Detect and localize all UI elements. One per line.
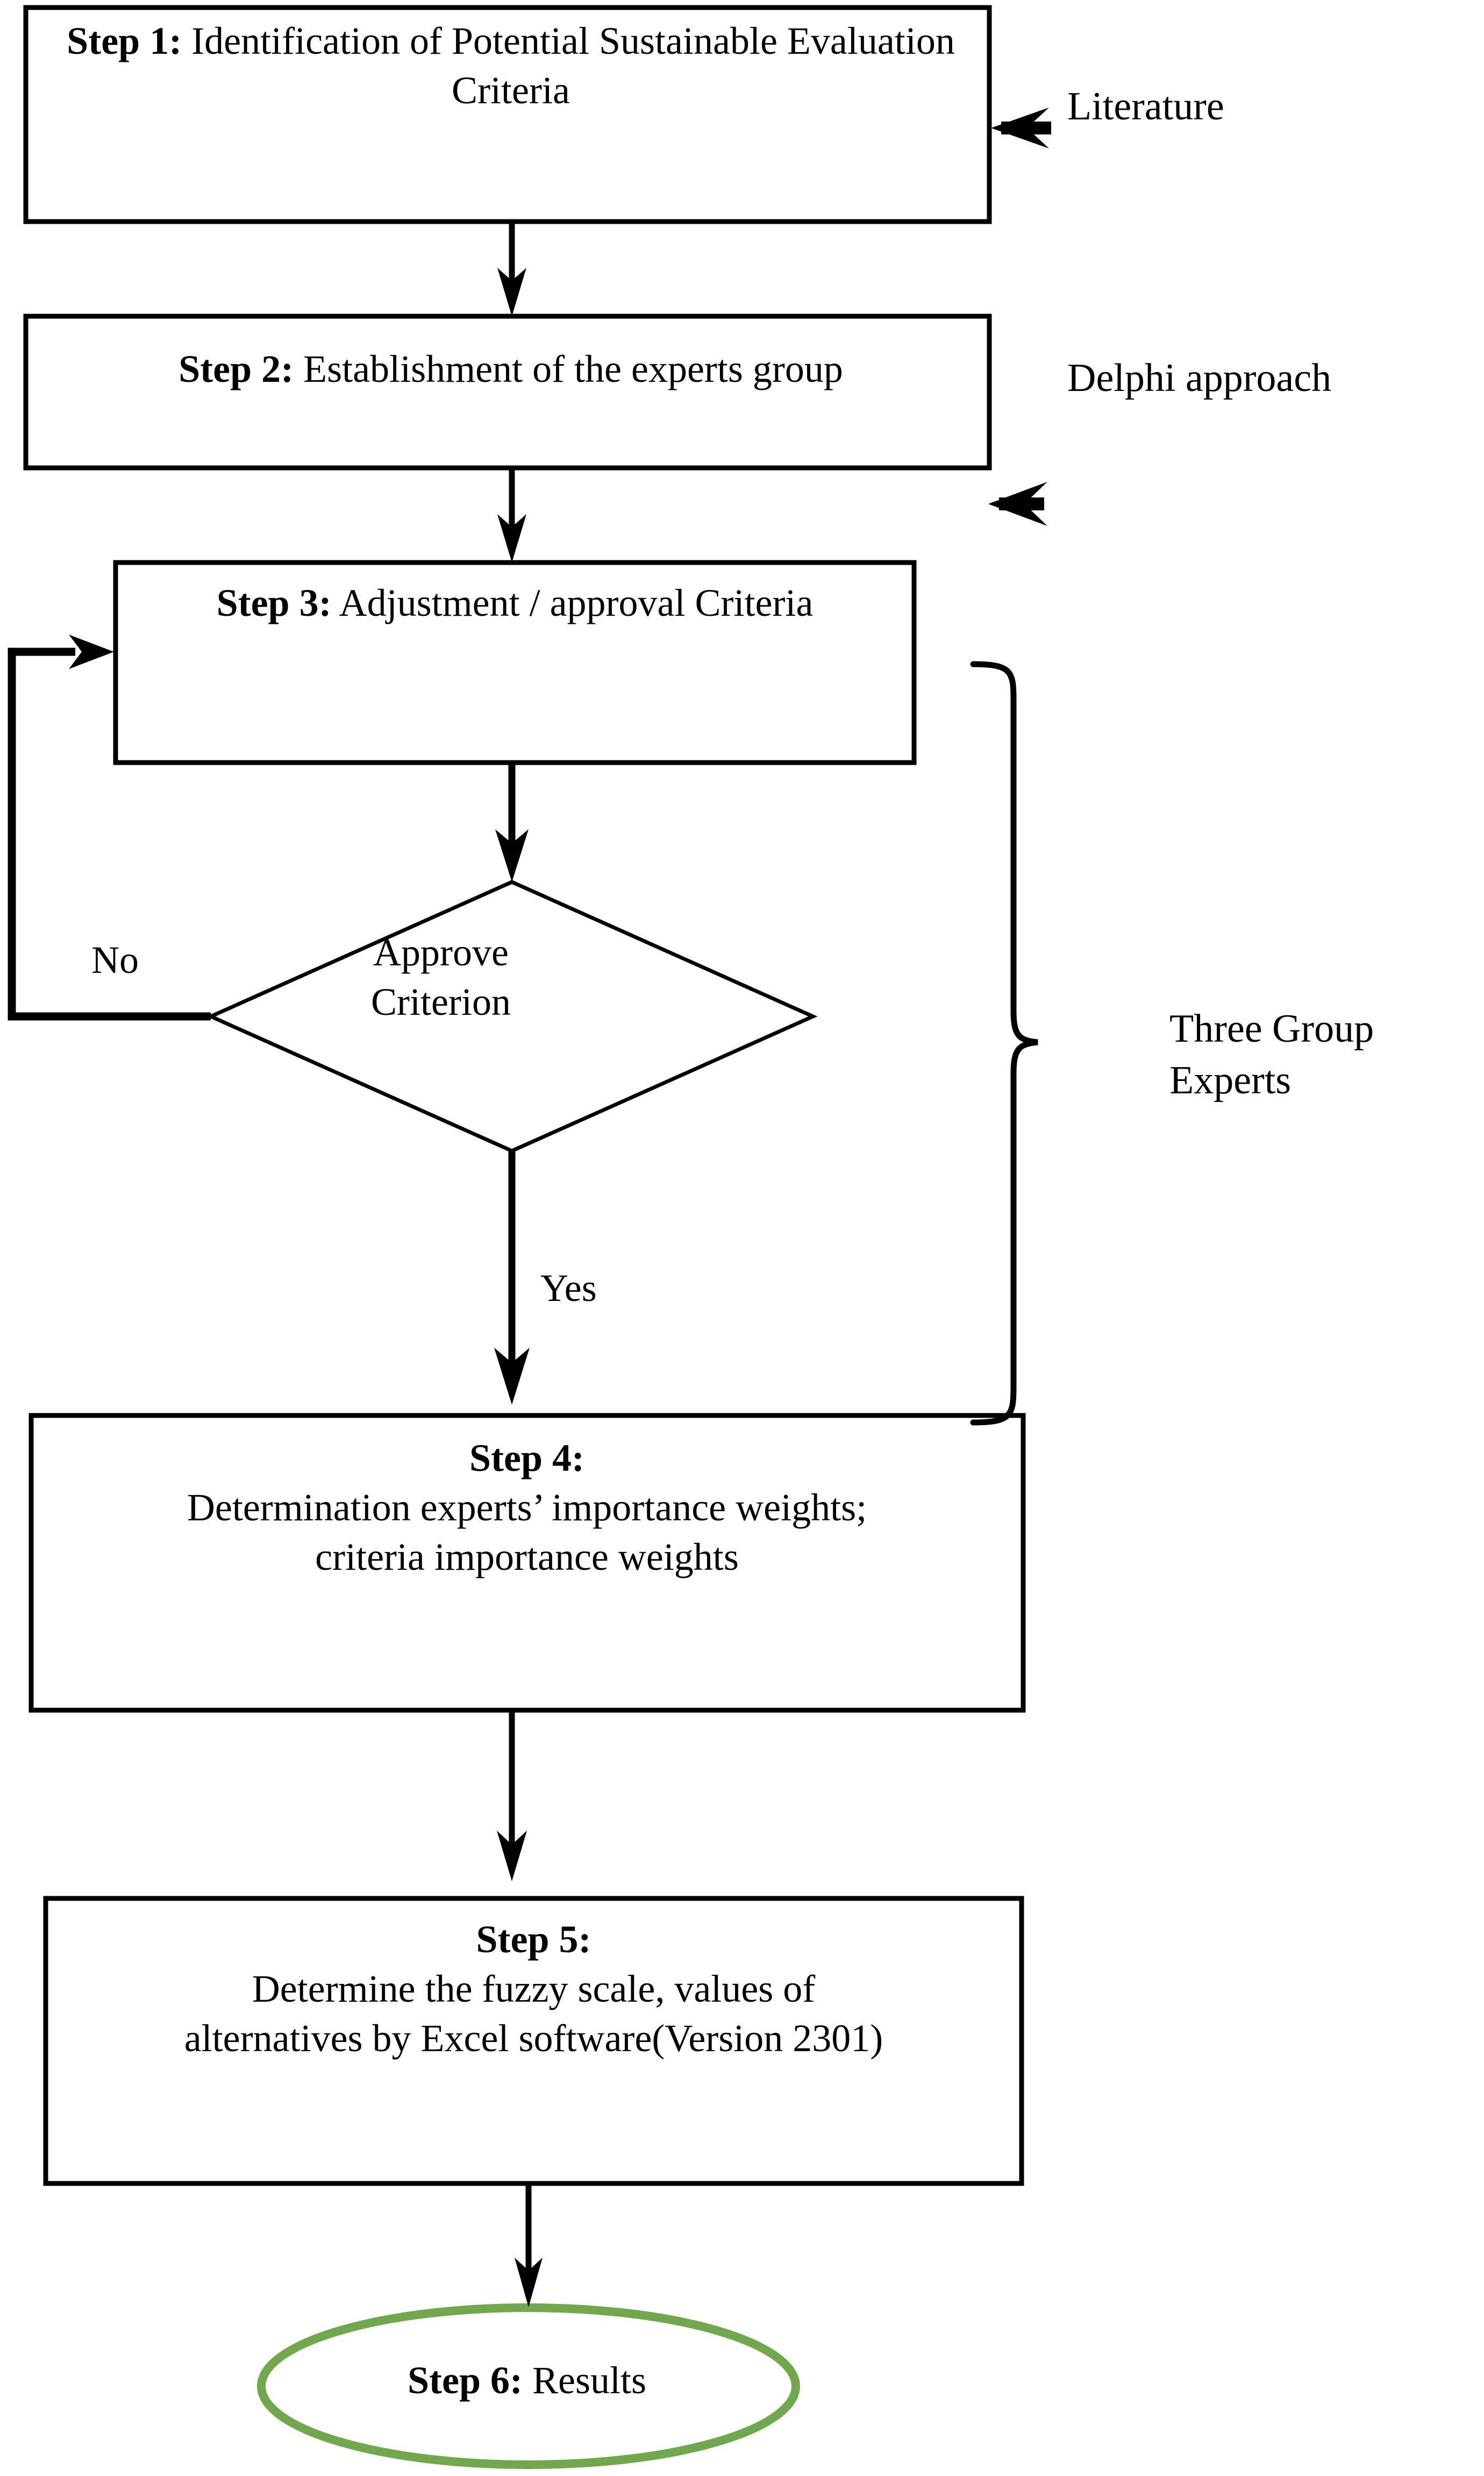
step6-ellipse[interactable] [257,2303,800,2469]
step4-box[interactable] [28,1413,1026,1713]
side-label-delphi: Delphi approach [1067,356,1332,400]
side-label-three-group-experts: Three Group Experts [1169,1003,1374,1106]
step5-label-bold: Step 5: [476,1918,591,1961]
step1-box[interactable] [23,5,992,224]
step2-label: Step 2: Establishment of the experts gro… [32,344,989,394]
arrowhead-step5-step6 [515,2258,543,2307]
decision-label: Approve Criterion [231,928,651,1027]
step5-box[interactable] [43,1896,1024,2186]
three-group-experts-line1: Three Group [1169,1007,1374,1051]
step3-label-bold: Step 3: [216,581,332,624]
step2-box[interactable] [23,314,992,471]
step3-label: Step 3: Adjustment / approval Criteria [121,578,909,628]
arrowhead-no-feedback [69,635,114,669]
step1-label: Step 1: Identification of Potential Sust… [32,16,989,115]
step5-label: Step 5: Determine the fuzzy scale, value… [48,1915,1019,2063]
arrowhead-step3-decision [495,829,529,882]
decision-label-line1: Approve [373,931,509,974]
edge-no-feedback [8,648,211,1021]
three-group-experts-line2: Experts [1169,1058,1292,1103]
side-label-literature: Literature [1067,84,1224,129]
arrowhead-step2-step3 [497,514,526,563]
step5-label-line3: alternatives by Excel software(Version 2… [184,2017,883,2060]
step1-label-rest: Identification of Potential Sustainable … [182,19,955,112]
step6-label-bold: Step 6: [407,2359,523,2402]
step2-label-rest: Establishment of the experts group [294,347,843,390]
step2-label-bold: Step 2: [179,347,294,390]
step4-label-bold: Step 4: [469,1436,584,1479]
arrowhead-step4-step5 [497,1831,527,1881]
step4-label-line3: criteria importance weights [315,1535,739,1579]
arrowhead-decision-step4 [494,1348,530,1405]
literature-arrowhead [991,108,1049,148]
step4-label: Step 4: Determination experts’ importanc… [35,1433,1019,1582]
step4-label-line2: Determination experts’ importance weight… [187,1486,867,1529]
step6-label: Step 6: Results [258,2356,796,2405]
arrowhead-step1-step2 [497,268,526,316]
edge-label-no: No [91,938,139,981]
delphi-arrowhead [988,482,1047,526]
step3-label-rest: Adjustment / approval Criteria [331,581,814,624]
step3-box[interactable] [113,560,917,765]
edge-label-yes: Yes [540,1267,597,1310]
three-group-experts-brace [970,661,1038,1426]
step1-label-bold: Step 1: [67,19,182,62]
step5-label-line2: Determine the fuzzy scale, values of [252,1967,816,2011]
step6-label-rest: Results [522,2359,647,2402]
decision-label-line2: Criterion [371,980,511,1024]
